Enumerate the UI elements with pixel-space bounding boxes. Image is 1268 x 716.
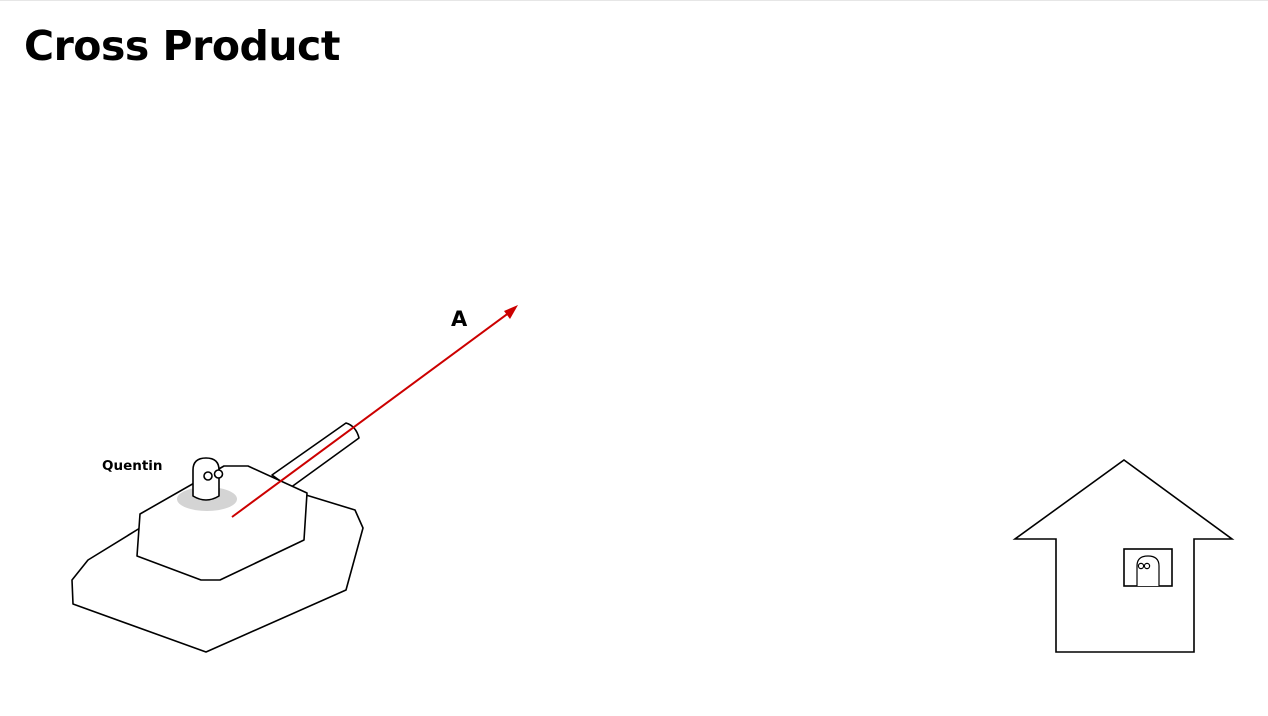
vector-a-shaft [231,311,511,518]
window-character-eye-left [1137,562,1145,570]
quentin-character-icon [192,457,224,501]
window-character-body [1136,555,1160,586]
window-character-icon [1136,555,1160,586]
tank-icon [71,422,364,653]
vector-a-label: A [451,307,468,331]
quentin-eye-right [213,469,224,479]
slide-title: Cross Product [24,22,340,70]
top-rule [0,0,1268,1]
house-icon [1012,459,1235,653]
window-character-eye-right [1143,562,1151,570]
vector-a-arrowhead [504,305,518,319]
quentin-eye-left [203,471,213,481]
vector-a [231,305,518,518]
quentin-label: Quentin [102,458,163,474]
